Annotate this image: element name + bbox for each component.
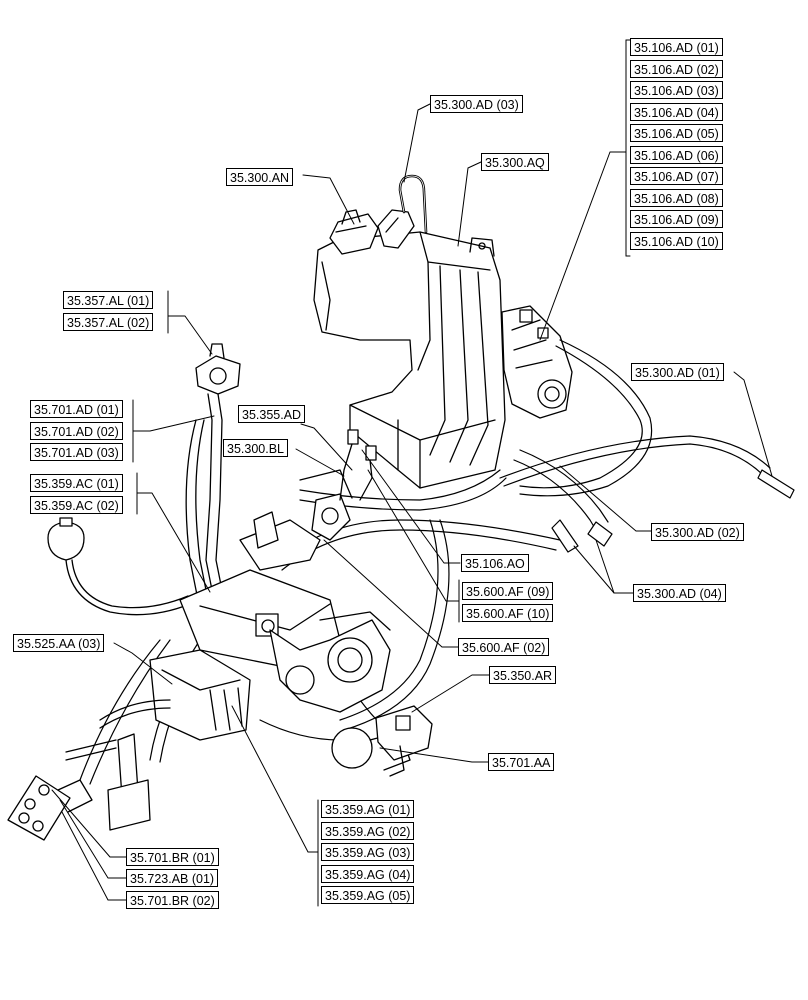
label-35106ad06: 35.106.AD (06)	[630, 146, 723, 164]
label-35300ad02: 35.300.AD (02)	[651, 523, 744, 541]
label-35359ag03: 35.359.AG (03)	[321, 843, 415, 861]
label-35359ag04: 35.359.AG (04)	[321, 865, 415, 883]
reservoir-bottle	[47, 517, 191, 616]
label-35106ad04: 35.106.AD (04)	[630, 103, 723, 121]
label-35300ad01: 35.300.AD (01)	[631, 363, 724, 381]
label-35357al01: 35.357.AL (01)	[63, 291, 154, 309]
control-valve-block	[501, 305, 573, 419]
label-35106ad05: 35.106.AD (05)	[630, 124, 723, 142]
label-35600af09: 35.600.AF (09)	[462, 582, 554, 600]
brake-valve-pedal	[185, 343, 241, 601]
label-35106ad08: 35.106.AD (08)	[630, 189, 723, 207]
label-35723ab01: 35.723.AB (01)	[126, 869, 219, 887]
label-35701aa: 35.701.AA	[488, 753, 555, 771]
hydraulic-tank	[313, 231, 506, 489]
label-35701ad03: 35.701.AD (03)	[30, 443, 123, 461]
hoses-right	[499, 339, 795, 553]
label-35106ad10: 35.106.AD (10)	[630, 232, 723, 250]
label-35701ad02: 35.701.AD (02)	[30, 422, 123, 440]
label-35300ad04: 35.300.AD (04)	[633, 584, 726, 602]
label-35359ac01: 35.359.AC (01)	[30, 474, 123, 492]
label-35701br01: 35.701.BR (01)	[126, 848, 219, 866]
label-35106ad02: 35.106.AD (02)	[630, 60, 723, 78]
label-35701br02: 35.701.BR (02)	[126, 891, 219, 909]
valve-35350ar	[375, 705, 433, 777]
label-35600af02: 35.600.AF (02)	[458, 638, 550, 656]
label-35525aa03: 35.525.AA (03)	[13, 634, 105, 652]
label-35350ar: 35.350.AR	[489, 666, 557, 684]
label-35600af10: 35.600.AF (10)	[462, 604, 554, 622]
label-35359ag02: 35.359.AG (02)	[321, 822, 415, 840]
label-35300ad03: 35.300.AD (03)	[430, 95, 523, 113]
label-35359ac02: 35.359.AC (02)	[30, 496, 123, 514]
frame-bracket	[149, 649, 251, 741]
label-35300bl: 35.300.BL	[223, 439, 288, 457]
column	[65, 699, 171, 831]
label-35357al02: 35.357.AL (02)	[63, 313, 154, 331]
label-35106ad09: 35.106.AD (09)	[630, 210, 723, 228]
label-35701ad01: 35.701.AD (01)	[30, 400, 123, 418]
quick-coupler-block	[7, 775, 93, 841]
leader-lines	[51, 39, 773, 907]
label-35359ag05: 35.359.AG (05)	[321, 886, 415, 904]
label-35106ao: 35.106.AO	[461, 554, 529, 572]
label-35300aq: 35.300.AQ	[481, 153, 549, 171]
label-35300an: 35.300.AN	[226, 168, 294, 186]
label-35355ad: 35.355.AD	[238, 405, 306, 423]
label-35106ad07: 35.106.AD (07)	[630, 167, 723, 185]
label-35106ad03: 35.106.AD (03)	[630, 81, 723, 99]
filler-breather	[329, 209, 415, 255]
label-35106ad01: 35.106.AD (01)	[630, 38, 723, 56]
fittings-center	[253, 429, 377, 549]
label-35359ag01: 35.359.AG (01)	[321, 800, 415, 818]
